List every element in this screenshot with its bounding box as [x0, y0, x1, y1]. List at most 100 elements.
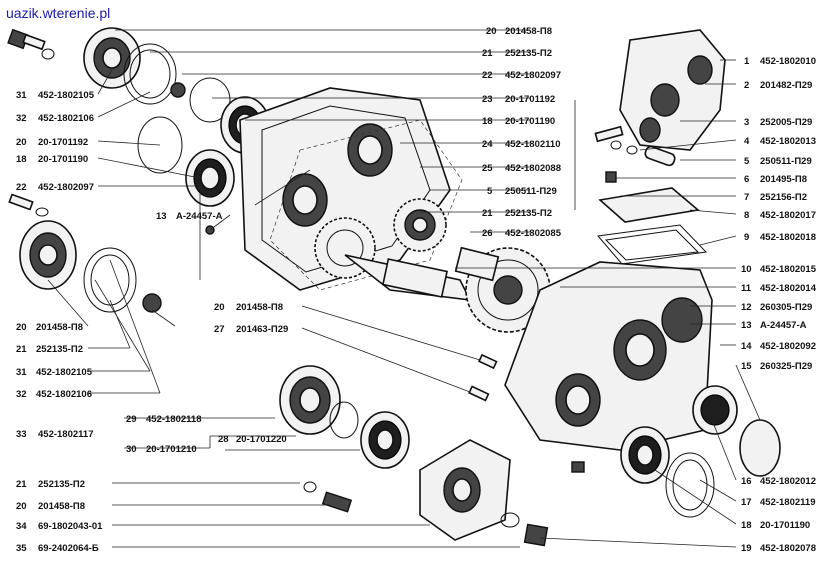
callout-num: 11	[741, 283, 752, 294]
callout-code: 452-1802013	[760, 136, 816, 147]
callout-num: 9	[744, 232, 749, 243]
snap-ring-b	[137, 116, 183, 174]
callout-num: 18	[482, 116, 493, 127]
bearing-cover-top	[83, 27, 141, 89]
callout-code: 252135-П2	[505, 208, 552, 219]
callout-num: 29	[126, 414, 137, 425]
callout-num: 12	[741, 302, 752, 313]
callout-num: 14	[741, 341, 752, 352]
gear-upper	[393, 198, 447, 252]
callout-code: 452-1802117	[38, 429, 93, 440]
end-cap	[739, 419, 781, 477]
callout-code: 452-1802105	[36, 367, 93, 378]
bearing-upper-b	[185, 149, 235, 207]
callout-code: 452-1802085	[505, 228, 562, 239]
output-flange	[419, 439, 511, 541]
callout-num: 2	[744, 80, 749, 91]
drain-plug	[571, 461, 585, 473]
gasket-top	[123, 43, 177, 105]
callout-code: 20-1701210	[146, 444, 197, 455]
callout-code: 250511-П29	[505, 186, 557, 197]
callout-code: 452-1802097	[38, 182, 94, 193]
bolt-front-a	[477, 353, 498, 370]
washer-left	[35, 207, 49, 217]
callout-code: 452-1802110	[505, 139, 560, 150]
callout-code: 452-1802106	[38, 113, 94, 124]
bolt-front-b	[468, 385, 490, 402]
callout-num: 8	[744, 210, 749, 221]
callout-num: 1	[744, 56, 750, 67]
callout-num: 31	[16, 90, 27, 101]
callout-num: 5	[487, 186, 493, 197]
callout-code: 252135-П2	[36, 344, 83, 355]
callout-num: 35	[16, 543, 27, 554]
callout-num: 22	[482, 70, 493, 81]
callout-code: 201458-П8	[36, 322, 83, 333]
callout-num: 21	[482, 208, 493, 219]
top-cover-gasket-inner	[604, 229, 700, 261]
callout-num: 21	[16, 479, 27, 490]
site-watermark: uazik.wterenie.pl	[6, 5, 110, 21]
callout-code: А-24457-А	[760, 320, 807, 331]
bearing-cover-left	[19, 220, 77, 290]
washer-shifter	[610, 140, 622, 150]
bolt-cover	[605, 171, 617, 183]
callout-code: 20-1701190	[760, 520, 810, 531]
callout-code: А-24457-А	[176, 211, 223, 222]
callout-num: 5	[744, 156, 750, 167]
callout-code: 260325-П29	[760, 361, 812, 372]
callout-num: 13	[741, 320, 752, 331]
callout-num: 4	[744, 136, 750, 147]
callout-code: 452-1802118	[146, 414, 201, 425]
callout-num: 22	[16, 182, 27, 193]
callout-num: 6	[744, 174, 749, 185]
callout-num: 3	[744, 117, 749, 128]
callout-code: 201463-П29	[236, 324, 288, 335]
gasket-right-inner	[672, 459, 708, 511]
callout-code: 452-1802018	[760, 232, 816, 243]
callout-num: 31	[16, 367, 27, 378]
callout-code: 201482-П29	[760, 80, 812, 91]
top-cover	[598, 187, 700, 223]
callout-code: 452-1802012	[760, 476, 816, 487]
callout-code: 252005-П29	[760, 117, 812, 128]
gasket-left-inner	[90, 254, 130, 306]
callout-num: 20	[214, 302, 225, 313]
callout-code: 260305-П29	[760, 302, 812, 313]
washer-flange	[500, 512, 520, 528]
callout-code: 201458-П8	[505, 26, 552, 37]
bolt-left	[8, 193, 34, 211]
washer-bottom	[303, 481, 317, 493]
callout-code: 452-1802119	[760, 497, 815, 508]
bolt-shifter	[594, 125, 624, 143]
callout-num: 15	[741, 361, 752, 372]
callout-num: 33	[16, 429, 27, 440]
callout-num: 20	[486, 26, 497, 37]
snap-ring-a	[189, 77, 231, 123]
bearing-bottom	[360, 411, 410, 469]
callout-code: 452-1802014	[760, 283, 817, 294]
callout-num: 18	[16, 154, 27, 165]
callout-num: 28	[218, 434, 229, 445]
shifter-housing	[619, 29, 726, 151]
callout-num: 21	[16, 344, 27, 355]
callout-code: 20-1701190	[38, 154, 88, 165]
callout-code: 20-1701192	[505, 94, 555, 105]
callout-num: 26	[482, 228, 493, 239]
parts-drawing	[7, 27, 781, 547]
callout-num: 18	[741, 520, 752, 531]
callout-num: 17	[741, 497, 752, 508]
callout-code: 69-1802043-01	[38, 521, 103, 532]
callout-num: 24	[482, 139, 493, 150]
leader-lines	[47, 29, 761, 548]
nut-left	[142, 293, 162, 313]
nut-flange	[523, 523, 549, 547]
gasket-right	[665, 452, 715, 518]
callout-code: 252135-П2	[505, 48, 552, 59]
callout-code: 452-1802097	[505, 70, 561, 81]
callout-num: 20	[16, 137, 27, 148]
callout-code: 452-1802092	[760, 341, 816, 352]
callout-num: 20	[16, 501, 27, 512]
callout-code: 452-1802017	[760, 210, 816, 221]
